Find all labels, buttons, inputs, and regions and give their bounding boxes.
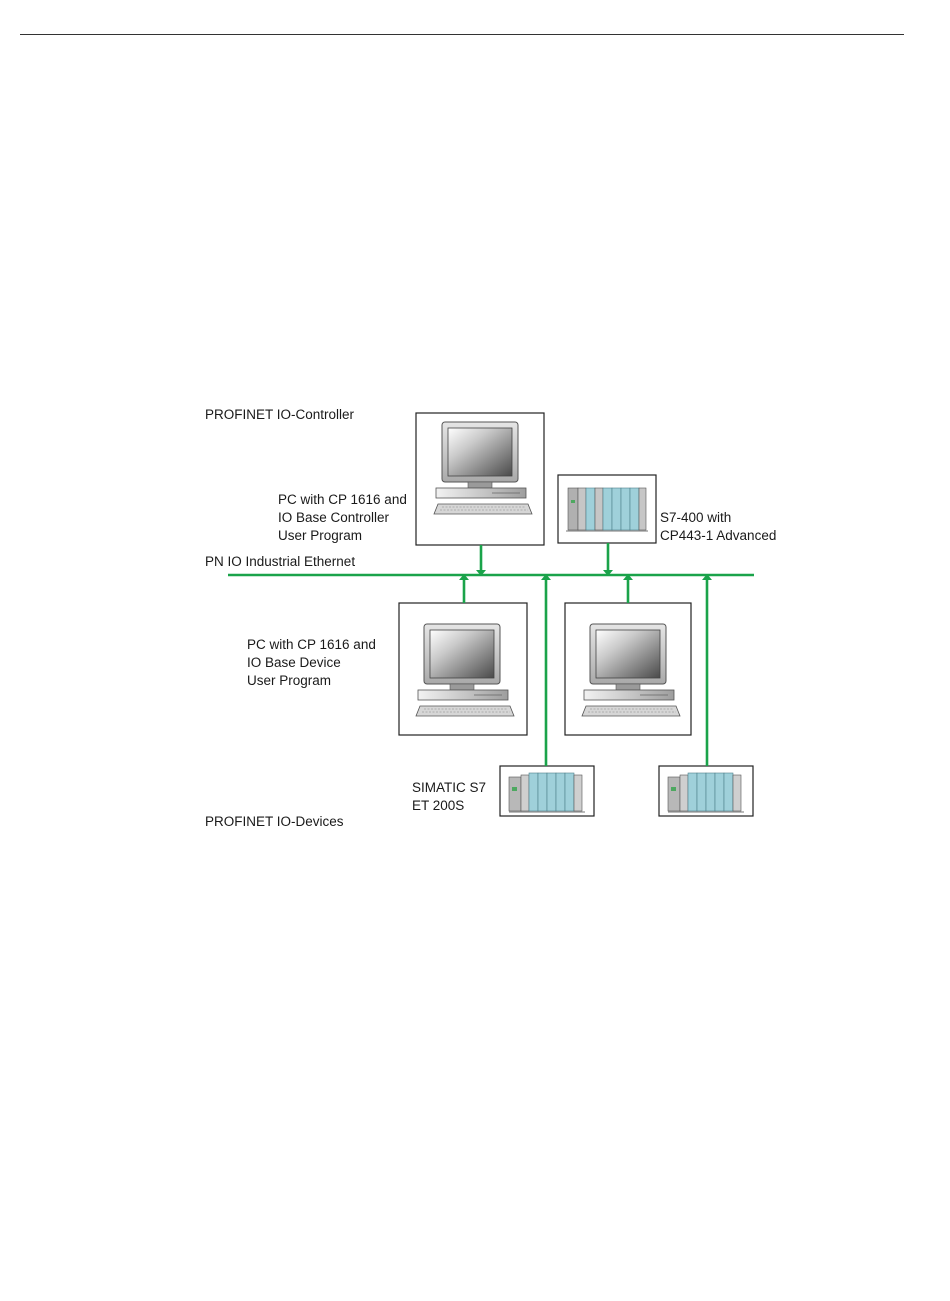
s7-400-rack-icon: [566, 488, 648, 531]
pc-controller-label-line: PC with CP 1616 and: [278, 492, 407, 507]
et200s-module-icon: [509, 773, 585, 812]
et200s-module-icon: [668, 773, 744, 812]
pc-device-label-line: User Program: [247, 673, 331, 688]
s7-400-label-line: S7-400 with: [660, 510, 731, 525]
pc-device-label-line: PC with CP 1616 and: [247, 637, 376, 652]
pc-controller-label-line: IO Base Controller: [278, 510, 390, 525]
s7-400-label-line: CP443-1 Advanced: [660, 528, 776, 543]
et200s-label-line: SIMATIC S7: [412, 780, 486, 795]
pc-controller-label-line: User Program: [278, 528, 362, 543]
pc-device-label-line: IO Base Device: [247, 655, 341, 670]
devices-section-label: PROFINET IO-Devices: [205, 814, 344, 829]
controller-section-label: PROFINET IO-Controller: [205, 407, 355, 422]
network-label: PN IO Industrial Ethernet: [205, 554, 355, 569]
et200s-label-line: ET 200S: [412, 798, 464, 813]
